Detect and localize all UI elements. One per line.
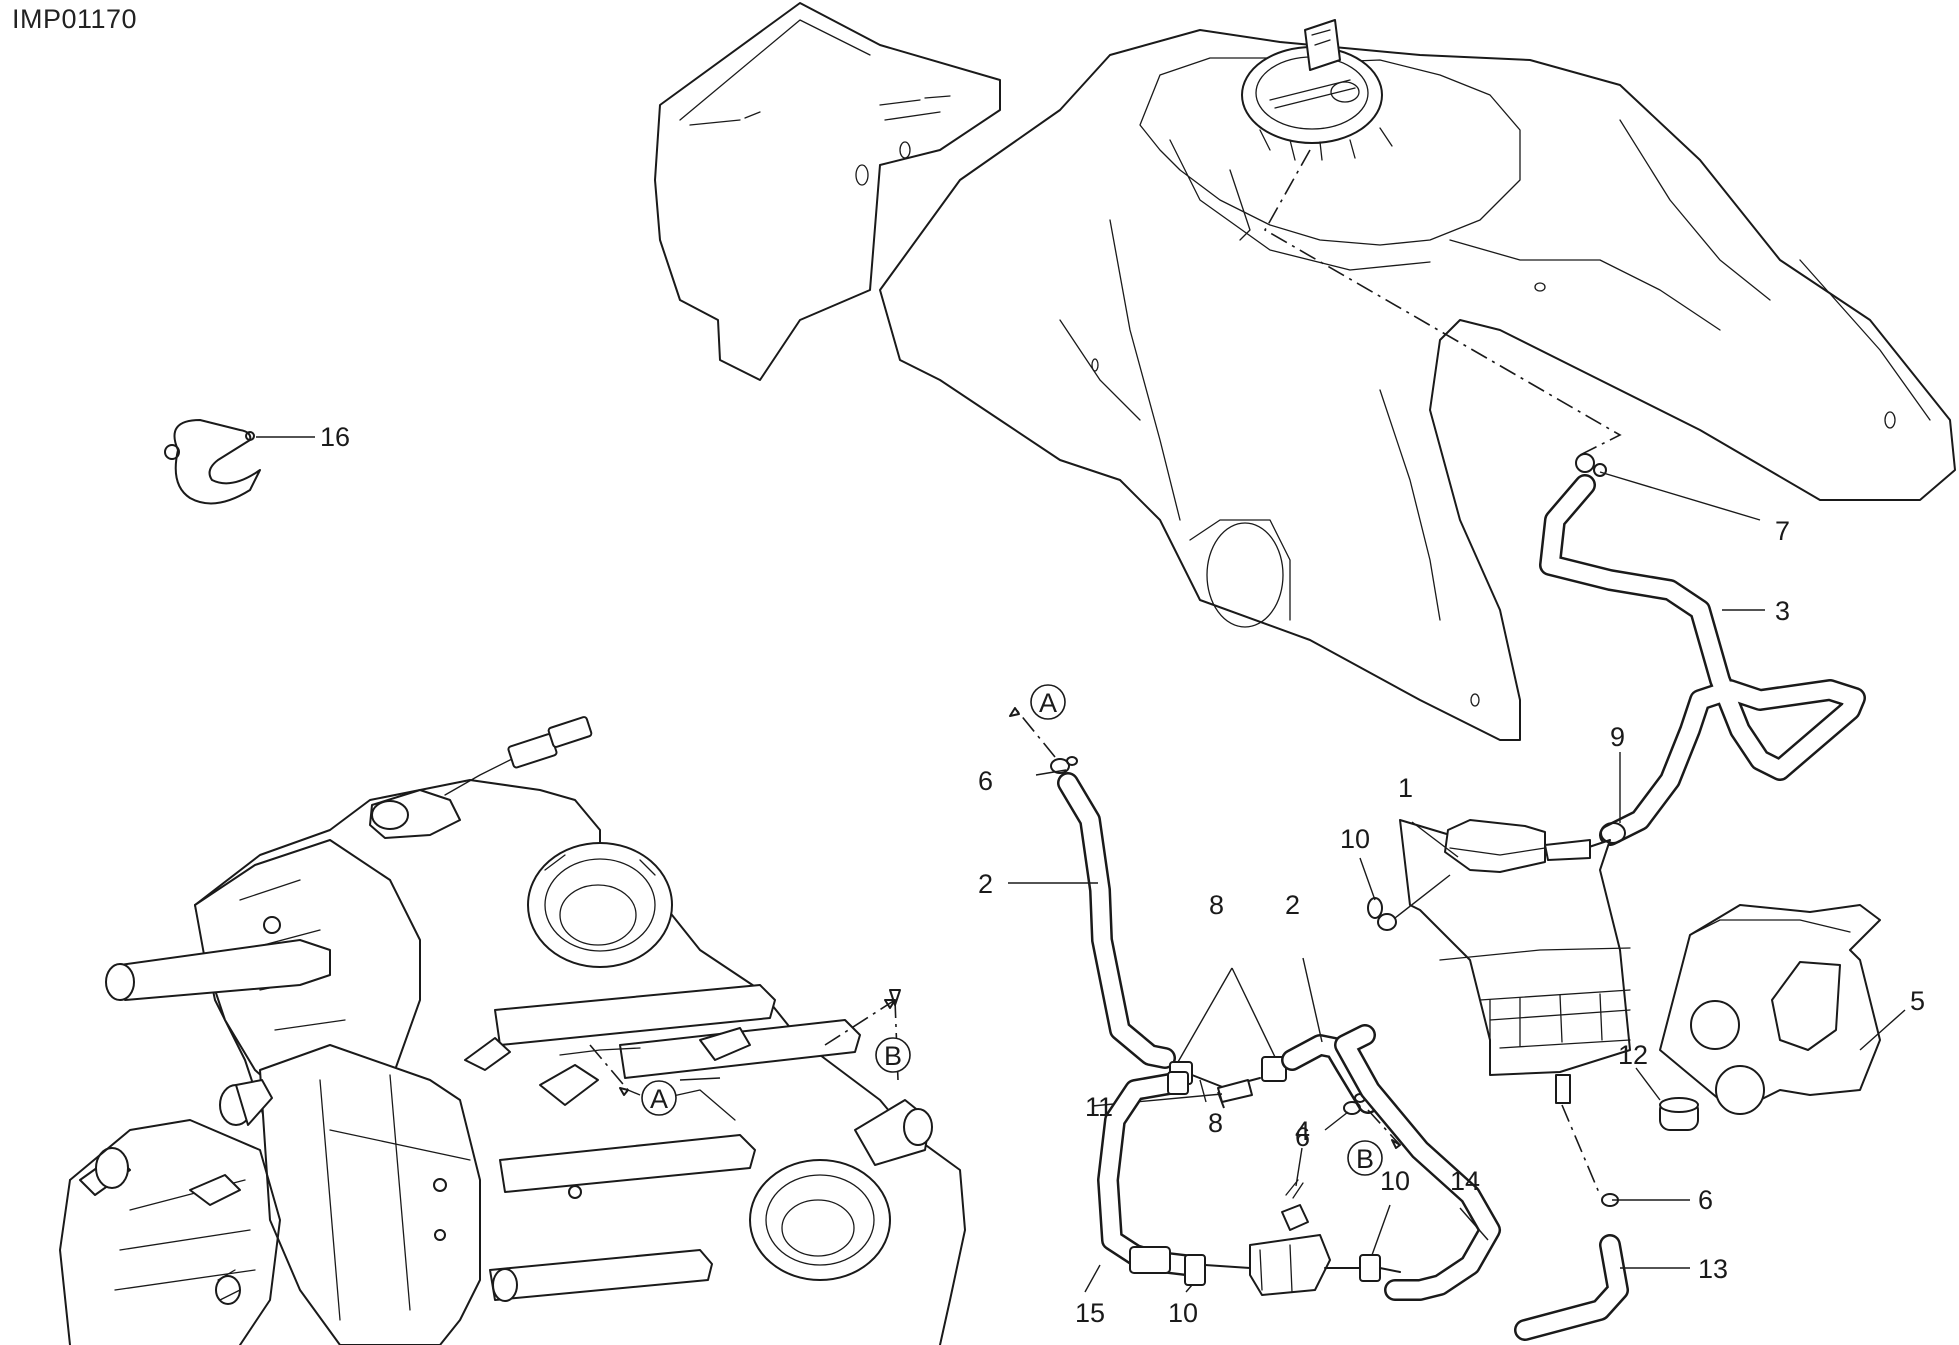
callout-2: 2	[978, 869, 993, 899]
callout-6: 6	[1295, 1122, 1310, 1152]
callout-9: 9	[1610, 722, 1625, 752]
callout-14: 14	[1450, 1166, 1480, 1196]
callout-8: 8	[1208, 1108, 1223, 1138]
callout-numbers: 16 7 3 9 1 10 6 2 8 2 11 6 8 4 10 14 15 …	[320, 422, 1925, 1328]
part-9-clamp	[1600, 752, 1626, 844]
callout-7: 7	[1775, 516, 1790, 546]
callout-4: 4	[1295, 1116, 1310, 1146]
part-14-hose	[1334, 857, 1501, 1301]
part-13-hose	[1514, 1193, 1690, 1341]
part-2-hose-upper	[1008, 707, 1176, 1069]
reference-a-engine-label: A	[650, 1084, 668, 1114]
callout-10: 10	[1380, 1166, 1410, 1196]
callout-16: 16	[320, 422, 350, 452]
reference-b-engine: B	[875, 1037, 911, 1073]
callout-11: 11	[1085, 1092, 1113, 1122]
part-5-bracket	[1659, 904, 1906, 1115]
reference-a-top: A	[1030, 684, 1066, 720]
callout-10: 10	[1340, 824, 1370, 854]
callout-1: 1	[1398, 773, 1413, 803]
fuel-tank-drawing	[654, 2, 1956, 741]
callout-13: 13	[1698, 1254, 1728, 1284]
reference-b-engine-label: B	[884, 1041, 902, 1071]
reference-b-bottom-label: B	[1356, 1144, 1374, 1174]
drawing-code: IMP01170	[12, 4, 138, 34]
callout-15: 15	[1075, 1298, 1105, 1328]
callout-6: 6	[1698, 1185, 1713, 1215]
engine-drawing	[59, 716, 966, 1345]
callout-10: 10	[1168, 1298, 1198, 1328]
callout-2: 2	[1285, 890, 1300, 920]
callout-8: 8	[1209, 890, 1224, 920]
part-15-hose	[1084, 1071, 1207, 1293]
reference-a-engine: A	[641, 1080, 677, 1116]
part-3-hose	[1539, 453, 1866, 846]
part-4-valve	[1184, 1147, 1401, 1296]
part-1-canister	[1399, 819, 1631, 1196]
callout-12: 12	[1618, 1040, 1648, 1070]
part-16-clip	[164, 419, 315, 505]
callout-6: 6	[978, 766, 993, 796]
part-12-cap	[1635, 1067, 1699, 1131]
reference-a-top-label: A	[1039, 688, 1057, 718]
reference-b-bottom: B	[1347, 1140, 1383, 1176]
callout-5: 5	[1910, 986, 1925, 1016]
callout-3: 3	[1775, 596, 1790, 626]
